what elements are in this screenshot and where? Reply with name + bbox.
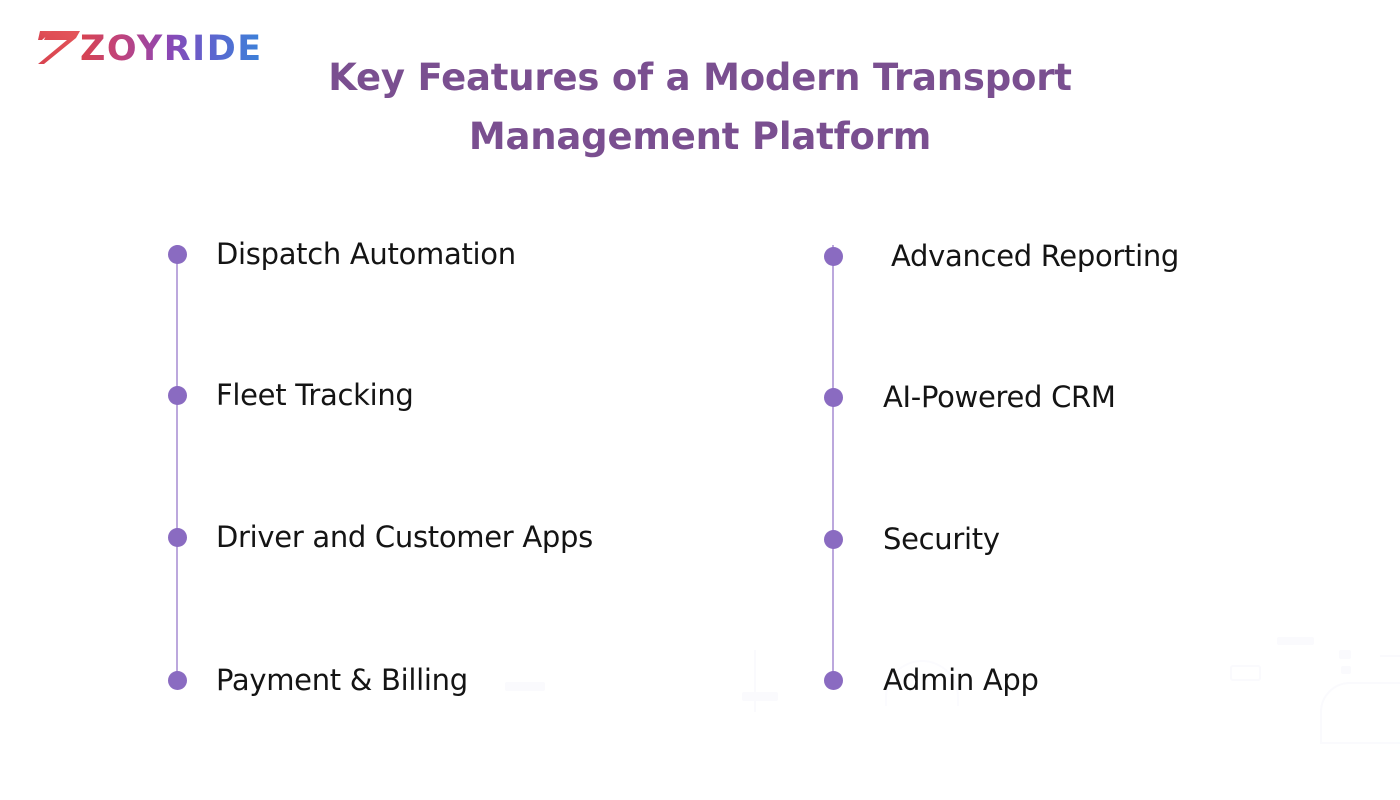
feature-label: Payment & Billing bbox=[216, 662, 468, 697]
page-title: Key Features of a Modern Transport Manag… bbox=[300, 48, 1100, 166]
feature-item[interactable]: Fleet Tracking bbox=[168, 380, 414, 409]
bullet-dot-icon bbox=[168, 670, 187, 690]
bullet-dot-icon bbox=[168, 244, 187, 264]
feature-label: Fleet Tracking bbox=[216, 377, 414, 412]
page-title-line-2: Management Platform bbox=[468, 115, 932, 159]
feature-item[interactable]: Dispatch Automation bbox=[168, 239, 516, 268]
timeline-connector-line bbox=[176, 245, 178, 679]
feature-label: Dispatch Automation bbox=[216, 236, 516, 271]
feature-label: Admin App bbox=[883, 662, 1039, 697]
brand-logo[interactable]: ZOYRIDE bbox=[36, 22, 263, 74]
feature-item[interactable]: Security bbox=[824, 524, 1000, 553]
brand-logo-text: ZOYRIDE bbox=[80, 28, 263, 69]
bullet-dot-icon bbox=[824, 246, 843, 266]
bullet-dot-icon bbox=[824, 387, 843, 407]
feature-label: Security bbox=[883, 521, 1000, 556]
double-z-logomark-icon bbox=[38, 31, 80, 64]
feature-label: Driver and Customer Apps bbox=[216, 519, 593, 554]
bullet-dot-icon bbox=[824, 670, 843, 690]
bullet-dot-icon bbox=[168, 527, 187, 547]
feature-label: AI-Powered CRM bbox=[883, 379, 1116, 414]
feature-item[interactable]: Advanced Reporting bbox=[824, 241, 1179, 270]
feature-label: Advanced Reporting bbox=[891, 238, 1180, 273]
bullet-dot-icon bbox=[168, 385, 187, 405]
feature-item[interactable]: Driver and Customer Apps bbox=[168, 522, 593, 551]
feature-item[interactable]: AI-Powered CRM bbox=[824, 382, 1116, 411]
timeline-connector-line bbox=[832, 245, 834, 679]
feature-item[interactable]: Admin App bbox=[824, 665, 1039, 694]
feature-item[interactable]: Payment & Billing bbox=[168, 665, 468, 694]
page-title-line-1: Key Features of a Modern Transport bbox=[328, 56, 1072, 99]
bullet-dot-icon bbox=[824, 529, 843, 549]
